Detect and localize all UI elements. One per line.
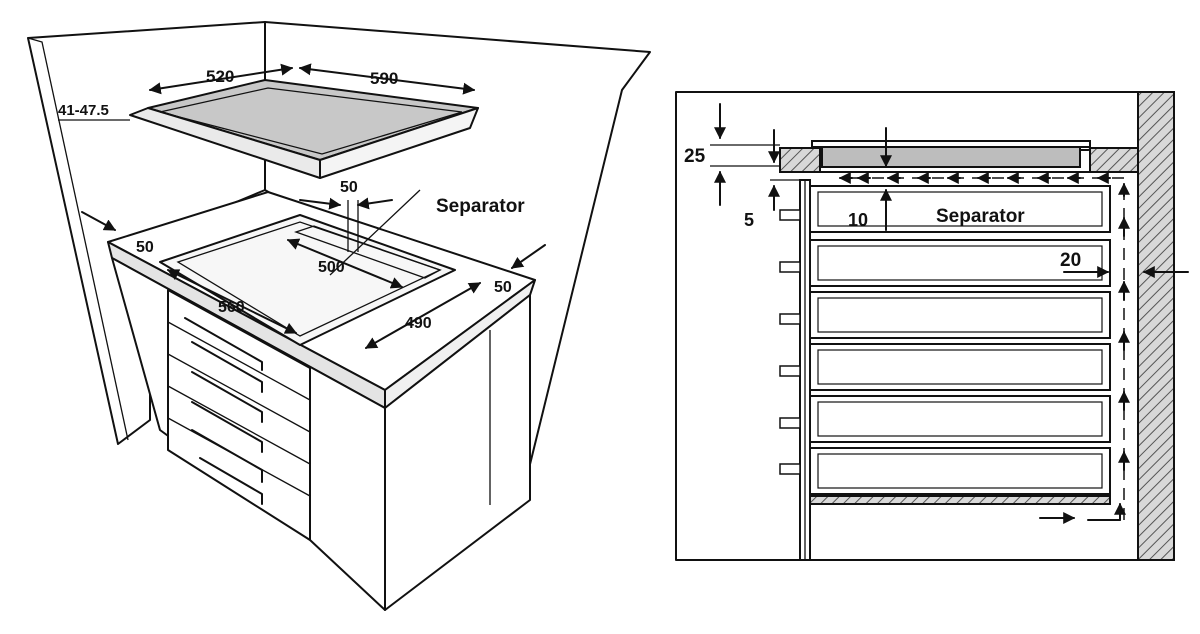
dim-hob-gap: 10 (848, 210, 868, 230)
dim-thickness: 41-47.5 (58, 102, 109, 119)
dim-margin-right: 50 (494, 279, 512, 296)
drawers-section (779, 185, 1111, 560)
dimension-lines-right (710, 103, 1189, 278)
separator-section (809, 185, 1111, 233)
rear-wall (1137, 91, 1175, 561)
airflow-path (838, 172, 1130, 524)
right-section-figure: 25 5 10 Separator 20 (675, 91, 1189, 561)
dimension-lines-left (58, 63, 546, 349)
separator-label-right: Separator (936, 206, 1025, 227)
dim-cutout-width: 560 (218, 299, 245, 316)
dim-small-gap: 5 (744, 210, 754, 230)
dim-rear-gap: 20 (1060, 250, 1081, 271)
dim-separator-gap: 50 (340, 179, 358, 196)
dim-cutout-side: 490 (405, 315, 432, 332)
dim-width-top: 520 (206, 67, 234, 86)
dim-top-gap: 25 (684, 146, 706, 167)
dim-depth-top: 590 (370, 69, 398, 88)
separator-label-left: Separator (436, 196, 525, 217)
dim-cutout-depth: 500 (318, 259, 345, 276)
hob-section (811, 140, 1091, 168)
dim-margin-left: 50 (136, 239, 154, 256)
drawer-stack (167, 289, 311, 541)
left-isometric-figure: 520 590 41-47.5 50 Separator 500 50 560 … (27, 21, 651, 611)
